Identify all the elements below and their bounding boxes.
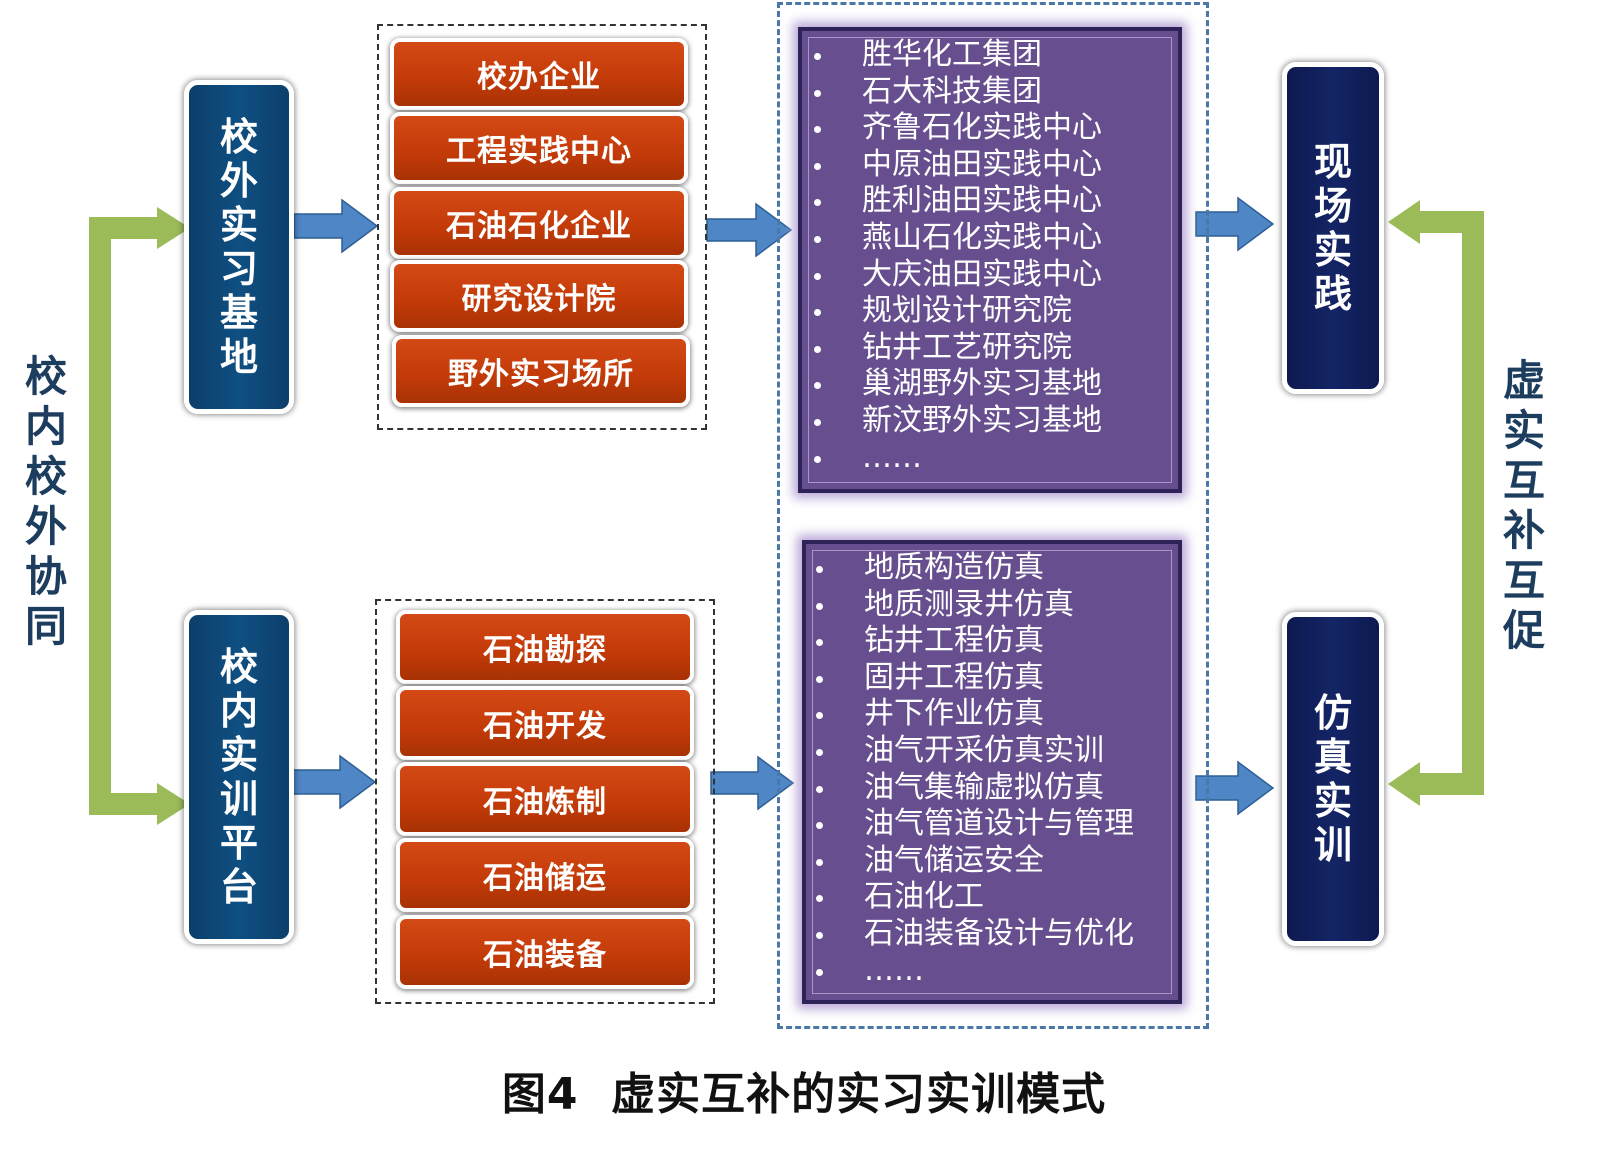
left-green-bracket <box>89 207 190 825</box>
arrow-bottom-1 <box>291 754 377 810</box>
bottom-item-group <box>375 599 715 1004</box>
list-item: 胜利油田实践中心 <box>808 183 1102 220</box>
item-button[interactable]: 石油石化企业 <box>390 187 688 259</box>
list-item: 石油装备设计与优化 <box>810 916 1134 953</box>
list-item: 地质构造仿真 <box>810 550 1134 587</box>
item-button[interactable]: 石油储运 <box>396 838 694 912</box>
list-item: 井下作业仿真 <box>810 696 1134 733</box>
list-item: 燕山石化实践中心 <box>808 220 1102 257</box>
category-label-oncampus: 校内实训平台 <box>219 645 258 909</box>
arrow-top-1 <box>293 198 379 254</box>
right-green-bracket <box>1388 200 1484 806</box>
arrow-top-2 <box>706 202 793 258</box>
list-item: 油气开采仿真实训 <box>810 733 1134 770</box>
list-item: 胜华化工集团 <box>808 37 1102 74</box>
list-item: …… <box>808 440 1102 477</box>
bottom-list-panel: 地质构造仿真 地质测录井仿真 钻井工程仿真 固井工程仿真 井下作业仿真 油气开采… <box>802 540 1182 1004</box>
list-item: 钻井工艺研究院 <box>808 330 1102 367</box>
top-list: 胜华化工集团 石大科技集团 齐鲁石化实践中心 中原油田实践中心 胜利油田实践中心… <box>808 37 1102 476</box>
list-item: 中原油田实践中心 <box>808 147 1102 184</box>
list-item: 大庆油田实践中心 <box>808 257 1102 294</box>
list-item: …… <box>810 953 1134 990</box>
category-box-offcampus: 校外实习基地 <box>184 80 294 414</box>
arrow-bottom-2 <box>710 755 795 811</box>
outcome-label-simulation-training: 仿真实训 <box>1313 691 1352 867</box>
arrow-bottom-3 <box>1195 760 1275 816</box>
list-item: 巢湖野外实习基地 <box>808 366 1102 403</box>
item-button[interactable]: 石油装备 <box>396 915 694 989</box>
list-item: 地质测录井仿真 <box>810 587 1134 624</box>
figure-caption: 图4 虚实互补的实习实训模式 <box>501 1069 1107 1120</box>
list-item: 油气储运安全 <box>810 843 1134 880</box>
arrow-top-3 <box>1195 196 1275 252</box>
category-label-offcampus: 校外实习基地 <box>219 115 258 379</box>
list-item: 固井工程仿真 <box>810 660 1134 697</box>
list-item: 规划设计研究院 <box>808 293 1102 330</box>
left-side-label: 校内校外协同 <box>24 352 67 651</box>
top-item-group <box>377 24 707 430</box>
bottom-list: 地质构造仿真 地质测录井仿真 钻井工程仿真 固井工程仿真 井下作业仿真 油气开采… <box>810 550 1134 989</box>
list-item: 石油化工 <box>810 879 1134 916</box>
list-item: 石大科技集团 <box>808 74 1102 111</box>
item-button[interactable]: 石油开发 <box>396 686 694 760</box>
item-button[interactable]: 野外实习场所 <box>392 335 690 407</box>
outcome-label-field-practice: 现场实践 <box>1313 140 1352 316</box>
item-button[interactable]: 校办企业 <box>390 38 688 110</box>
outcome-box-field-practice: 现场实践 <box>1282 62 1384 394</box>
item-button[interactable]: 工程实践中心 <box>390 112 688 184</box>
list-item: 钻井工程仿真 <box>810 623 1134 660</box>
list-group-wrapper <box>777 2 1209 1029</box>
list-item: 齐鲁石化实践中心 <box>808 110 1102 147</box>
item-button[interactable]: 石油炼制 <box>396 762 694 836</box>
item-button[interactable]: 石油勘探 <box>396 610 694 684</box>
outcome-box-simulation-training: 仿真实训 <box>1282 612 1384 946</box>
right-side-label: 虚实互补互促 <box>1502 356 1545 655</box>
list-item: 油气集输虚拟仿真 <box>810 770 1134 807</box>
category-box-oncampus: 校内实训平台 <box>184 610 294 944</box>
item-button[interactable]: 研究设计院 <box>390 260 688 332</box>
list-item: 新汶野外实习基地 <box>808 403 1102 440</box>
top-list-panel: 胜华化工集团 石大科技集团 齐鲁石化实践中心 中原油田实践中心 胜利油田实践中心… <box>798 27 1182 493</box>
list-item: 油气管道设计与管理 <box>810 806 1134 843</box>
